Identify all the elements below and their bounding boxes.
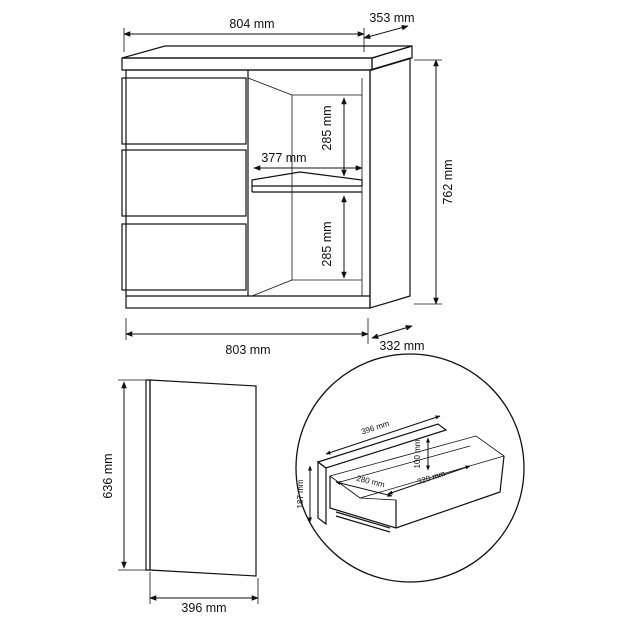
dim-line-353 xyxy=(363,24,409,40)
label-cabinet-width-top: 804 mm xyxy=(229,17,274,31)
label-shelf-height-lower: 285 mm xyxy=(320,221,334,266)
drawer-runner xyxy=(335,515,391,533)
label-cabinet-width-bottom: 803 mm xyxy=(225,343,270,357)
drawer-box-inner xyxy=(359,497,397,501)
label-shelf-height-upper: 285 mm xyxy=(320,105,334,150)
label-door-width: 396 mm xyxy=(181,601,226,615)
label-door-height: 636 mm xyxy=(101,453,115,498)
drawer-box-inner-edge xyxy=(339,445,471,483)
door-front xyxy=(149,379,257,577)
label-cabinet-height: 762 mm xyxy=(441,159,455,204)
drawer-front-2 xyxy=(121,149,247,217)
drawer-front-1 xyxy=(121,77,247,145)
dim-line-280 xyxy=(335,481,393,497)
label-drawer-inner-depth: 320 mm xyxy=(416,469,447,487)
compartment-floor-edge xyxy=(251,279,293,297)
label-drawer-front-height: 187 mm xyxy=(296,479,305,508)
drawer-front-3 xyxy=(121,223,247,291)
dim-line-320 xyxy=(387,465,471,495)
dim-line-332 xyxy=(371,325,413,339)
label-cabinet-depth-top: 353 mm xyxy=(369,11,414,25)
cabinet-top-side xyxy=(371,45,413,71)
compartment-inner-edge xyxy=(247,77,293,96)
cabinet-side xyxy=(369,57,411,309)
cabinet-dimensions: 804 mm 353 mm 762 mm 803 mm 332 mm 285 m… xyxy=(123,11,455,357)
cabinet xyxy=(121,45,413,309)
cabinet-shelf xyxy=(251,171,363,187)
label-drawer-inner-height: 100 mm xyxy=(413,439,422,468)
label-shelf-width: 377 mm xyxy=(261,151,306,165)
drawer-runner xyxy=(335,511,391,529)
drawer-detail: 396 mm 187 mm 100 mm 280 mm 320 mm xyxy=(295,353,525,583)
cabinet-top xyxy=(121,45,413,59)
label-cabinet-depth-bottom: 332 mm xyxy=(379,339,424,353)
door-edge xyxy=(145,379,151,571)
door-panel: 636 mm 396 mm xyxy=(101,379,259,615)
cabinet-top-front xyxy=(121,57,373,71)
detail-circle xyxy=(295,353,525,583)
dim-line-drawer-396 xyxy=(325,415,441,455)
drawer-front-edge xyxy=(317,460,327,526)
label-drawer-inner-width: 280 mm xyxy=(355,474,386,490)
